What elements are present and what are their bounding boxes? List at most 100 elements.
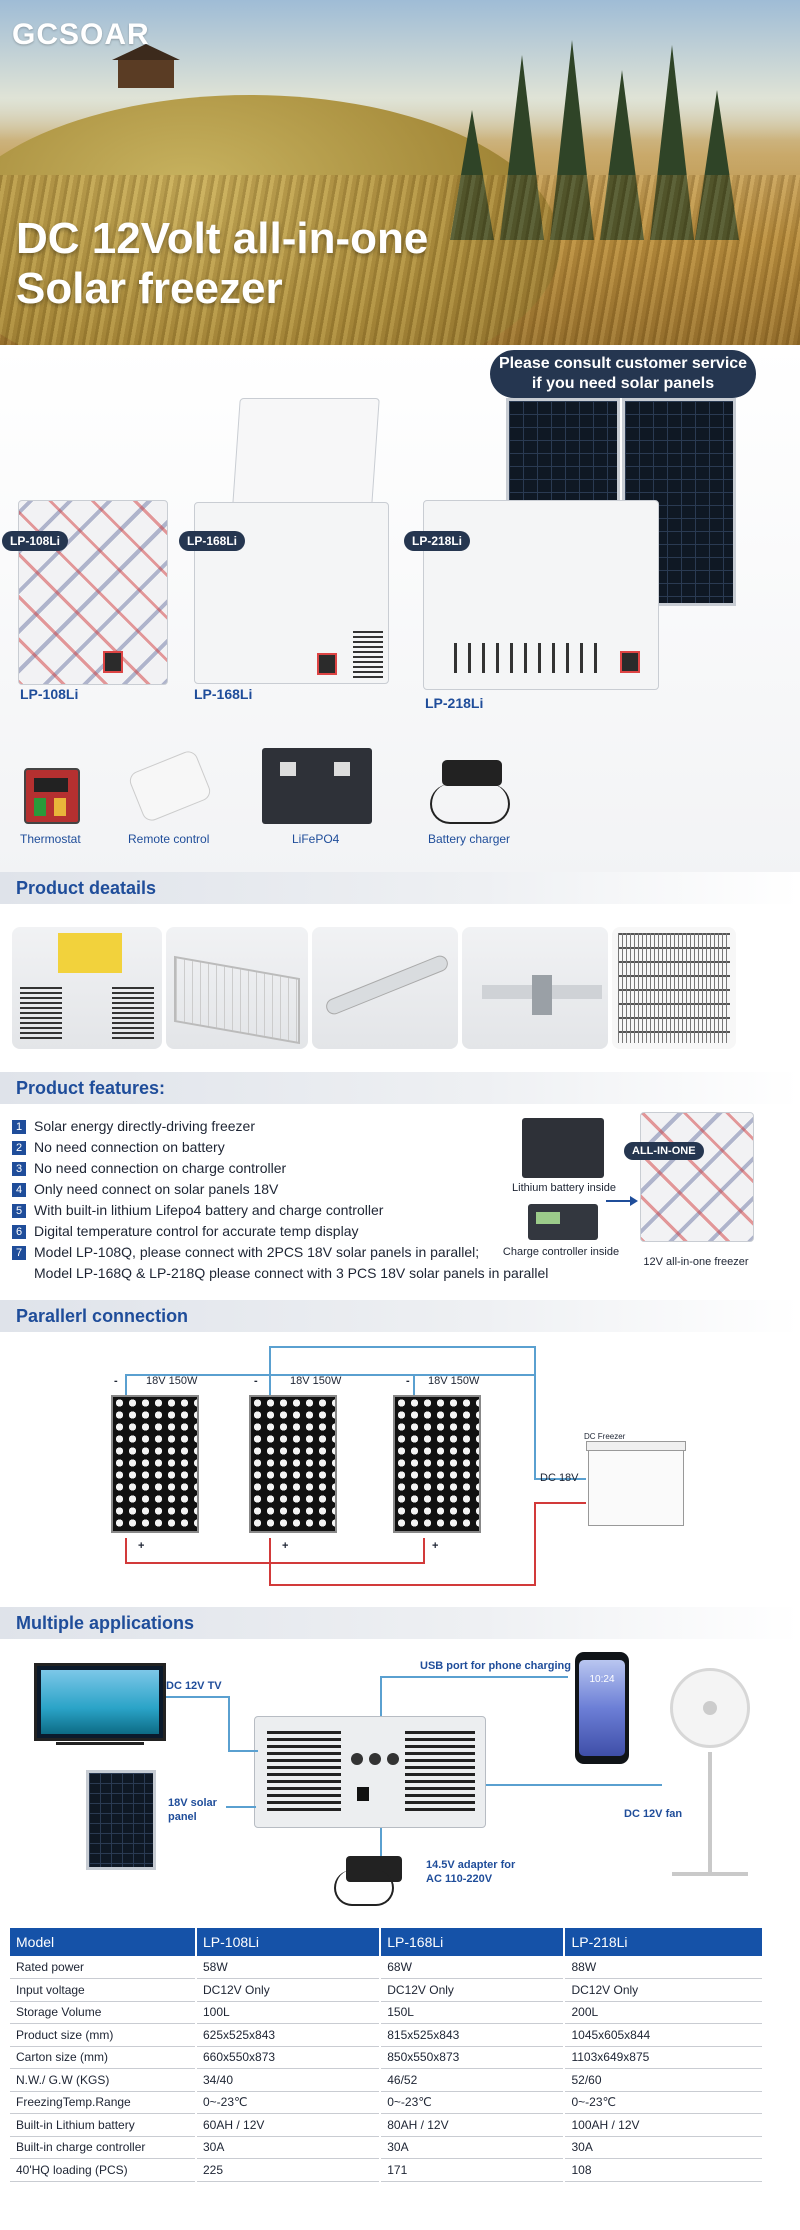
detail-photo-condenser bbox=[612, 927, 736, 1049]
minus-sign: - bbox=[406, 1375, 410, 1387]
solar-label: 18V solar panel bbox=[168, 1796, 217, 1824]
solar-panel-3 bbox=[393, 1395, 481, 1533]
feature-continuation: Model LP-168Q & LP-218Q please connect w… bbox=[34, 1265, 549, 1281]
battery-caption: Lithium battery inside bbox=[512, 1182, 616, 1194]
section-header-details: Product deatails bbox=[0, 872, 800, 904]
tree bbox=[450, 110, 494, 240]
feature-number: 6 bbox=[12, 1225, 26, 1240]
table-cell: 60AH / 12V bbox=[196, 2113, 382, 2137]
feature-number: 3 bbox=[12, 1162, 26, 1177]
adapter-label: 14.5V adapter for AC 110-220V bbox=[426, 1858, 515, 1886]
table-cell: 100L bbox=[196, 2001, 382, 2024]
dc-voltage-label: DC 18V bbox=[540, 1472, 579, 1484]
tv-stand bbox=[56, 1742, 144, 1745]
wire-red bbox=[534, 1502, 586, 1504]
wire-blue bbox=[125, 1374, 535, 1376]
table-cell: Product size (mm) bbox=[10, 2023, 197, 2047]
section-title: Product features: bbox=[16, 1078, 166, 1098]
wire-blue bbox=[380, 1676, 382, 1716]
fan-base bbox=[672, 1872, 748, 1876]
consult-banner: Please consult customer service if you n… bbox=[490, 350, 756, 398]
minus-sign: - bbox=[114, 1375, 118, 1387]
table-cell: 850x550x873 bbox=[380, 2046, 566, 2069]
wire-blue bbox=[380, 1676, 568, 1678]
usb-label: USB port for phone charging bbox=[420, 1660, 571, 1672]
wire-blue bbox=[269, 1346, 271, 1396]
hero-title-line-1: DC 12Volt all-in-one bbox=[16, 214, 429, 263]
plus-sign: + bbox=[138, 1540, 145, 1552]
freezer-open-lid bbox=[232, 398, 380, 506]
thermostat-icon bbox=[24, 768, 80, 824]
feature-text: No need connection on battery bbox=[34, 1139, 225, 1155]
wire-blue bbox=[534, 1478, 586, 1480]
table-cell: 150L bbox=[380, 2001, 566, 2024]
control-panel-icon bbox=[620, 651, 640, 673]
dc-freezer-icon bbox=[586, 1441, 686, 1526]
table-cell: DC12V Only bbox=[196, 1978, 382, 2002]
model-tag: LP-218Li bbox=[404, 531, 471, 551]
accessory-label: Thermostat bbox=[20, 832, 81, 846]
tree bbox=[600, 70, 644, 240]
vent-grille bbox=[267, 1731, 341, 1815]
lithium-battery-image bbox=[522, 1118, 604, 1178]
panel-rating: 18V 150W bbox=[428, 1375, 480, 1387]
table-cell: 1045x605x844 bbox=[564, 2023, 764, 2047]
feature-text: Model LP-108Q, please connect with 2PCS … bbox=[34, 1244, 480, 1260]
tree bbox=[695, 90, 739, 240]
solar-label-line-2: panel bbox=[168, 1811, 197, 1823]
all-in-one-badge: ALL-IN-ONE bbox=[624, 1142, 704, 1160]
model-tag: LP-168Li bbox=[179, 531, 246, 551]
table-cell: DC12V Only bbox=[564, 1978, 764, 2002]
minus-sign: - bbox=[254, 1375, 258, 1387]
tree bbox=[550, 40, 594, 240]
section-header-features: Product features: bbox=[0, 1072, 800, 1104]
table-cell: 46/52 bbox=[380, 2068, 566, 2092]
tv-icon bbox=[34, 1663, 166, 1741]
table-cell: 34/40 bbox=[196, 2068, 382, 2092]
table-cell: 52/60 bbox=[564, 2068, 764, 2092]
section-header-applications: Multiple applications bbox=[0, 1607, 800, 1639]
feature-number: 2 bbox=[12, 1141, 26, 1156]
solar-panel-small bbox=[86, 1770, 156, 1870]
table-cell: 0~-23℃ bbox=[196, 2091, 382, 2114]
hero-house bbox=[112, 44, 180, 88]
table-cell: Built-in Lithium battery bbox=[10, 2113, 197, 2137]
vent-grille bbox=[454, 643, 604, 673]
model-label: LP-218Li bbox=[425, 695, 484, 711]
table-cell: 0~-23℃ bbox=[564, 2091, 764, 2114]
solar-label-line-1: 18V solar bbox=[168, 1797, 217, 1809]
freezer-lp108-image bbox=[18, 500, 168, 685]
wire-blue bbox=[413, 1374, 415, 1396]
charge-controller-image bbox=[528, 1204, 598, 1240]
phone-icon: 10:24 bbox=[575, 1652, 629, 1764]
spec-table: Model LP-108Li LP-168Li LP-218Li Rated p… bbox=[10, 1928, 764, 2182]
wire-red bbox=[269, 1562, 271, 1586]
feature-text: Only need connect on solar panels 18V bbox=[34, 1181, 279, 1197]
model-tag: LP-108Li bbox=[2, 531, 69, 551]
wire-red bbox=[125, 1562, 425, 1564]
wire-blue bbox=[534, 1346, 536, 1478]
phone-time: 10:24 bbox=[589, 1674, 615, 1685]
table-header: Model bbox=[10, 1928, 197, 1956]
wire-blue bbox=[166, 1696, 230, 1698]
table-cell: Carton size (mm) bbox=[10, 2046, 197, 2069]
table-cell: 30A bbox=[196, 2136, 382, 2159]
adapter-label-line-2: AC 110-220V bbox=[426, 1873, 493, 1885]
feature-number: 5 bbox=[12, 1204, 26, 1219]
table-cell: 40'HQ loading (PCS) bbox=[10, 2158, 197, 2182]
freezer-lp168-image bbox=[194, 502, 389, 684]
table-cell: 30A bbox=[380, 2136, 566, 2159]
brand-logo: GCSOAR bbox=[12, 18, 150, 51]
plus-sign: + bbox=[432, 1540, 439, 1552]
charger-icon bbox=[442, 760, 502, 786]
table-cell: FreezingTemp.Range bbox=[10, 2091, 197, 2114]
table-header: LP-108Li bbox=[196, 1928, 382, 1956]
wire-blue bbox=[228, 1696, 230, 1752]
